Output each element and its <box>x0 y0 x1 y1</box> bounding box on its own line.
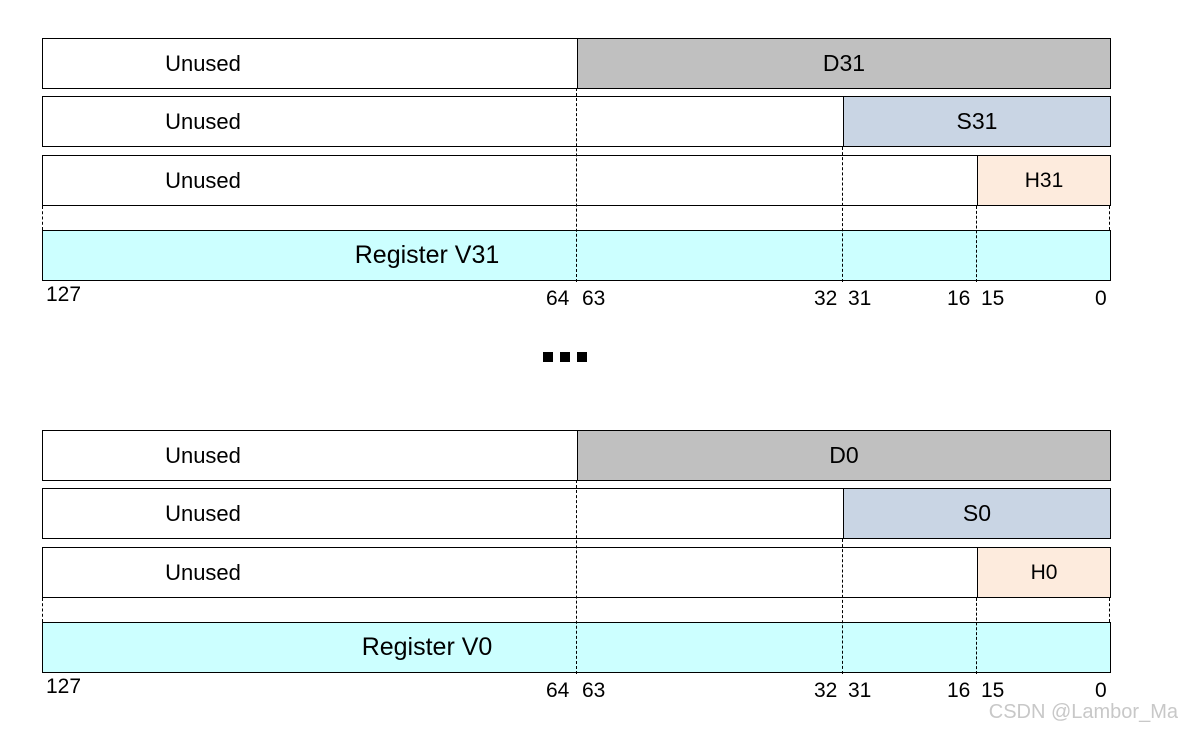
h-register-label: H0 <box>1030 560 1058 584</box>
watermark: CSDN @Lambor_Ma <box>988 701 1178 723</box>
d-register-segment: D0 <box>577 431 1110 480</box>
left-edge-tick <box>42 598 43 622</box>
bit-label-15: 15 <box>981 287 1005 310</box>
unused-label: Unused <box>165 167 241 193</box>
unused-label: Unused <box>165 442 241 468</box>
bit-label-63: 63 <box>582 287 606 310</box>
ellipsis-indicator <box>543 352 587 362</box>
d-register-segment: D31 <box>577 39 1110 88</box>
register-group-v31: Unused D31 Unused S31 Unused H31 Registe… <box>0 0 1184 309</box>
ellipsis-dot <box>560 352 570 362</box>
bit-label-16: 16 <box>947 679 971 702</box>
right-edge-tick <box>1109 598 1110 622</box>
bit-label-0: 0 <box>1095 679 1107 702</box>
unused-label: Unused <box>165 500 241 526</box>
s-register-segment: S31 <box>843 97 1110 146</box>
bit-32-boundary <box>842 539 843 674</box>
unused-label: Unused <box>165 108 241 134</box>
h-register-segment: H31 <box>977 156 1110 205</box>
d-register-row: Unused D0 <box>42 430 1111 481</box>
v-register-label: Register V0 <box>361 633 493 661</box>
bit-label-0: 0 <box>1095 287 1107 310</box>
bit-64-boundary <box>576 480 577 674</box>
h-register-label: H31 <box>1024 168 1064 192</box>
bit-label-32: 32 <box>814 287 838 310</box>
bit-16-boundary <box>976 598 977 674</box>
ellipsis-dot <box>577 352 587 362</box>
s-register-row: Unused S0 <box>42 488 1111 539</box>
register-group-v0: Unused D0 Unused S0 Unused H0 Register V… <box>0 392 1184 701</box>
bit-16-boundary <box>976 206 977 282</box>
h-register-segment: H0 <box>977 548 1110 597</box>
bit-label-127: 127 <box>46 675 82 698</box>
bit-32-boundary <box>842 147 843 282</box>
unused-label: Unused <box>165 559 241 585</box>
left-edge-tick <box>42 206 43 230</box>
s-register-label: S31 <box>956 108 998 134</box>
bit-label-32: 32 <box>814 679 838 702</box>
d-register-label: D31 <box>822 50 866 76</box>
ellipsis-dot <box>543 352 553 362</box>
bit-label-15: 15 <box>981 679 1005 702</box>
bit-label-127: 127 <box>46 283 82 306</box>
bit-label-31: 31 <box>848 679 872 702</box>
right-edge-tick <box>1109 206 1110 230</box>
unused-label: Unused <box>165 50 241 76</box>
bit-label-16: 16 <box>947 287 971 310</box>
s-register-segment: S0 <box>843 489 1110 538</box>
bit-label-64: 64 <box>546 679 570 702</box>
d-register-row: Unused D31 <box>42 38 1111 89</box>
s-register-label: S0 <box>962 500 992 526</box>
bit-label-31: 31 <box>848 287 872 310</box>
d-register-label: D0 <box>829 442 859 468</box>
v-register-label: Register V31 <box>354 241 500 269</box>
bit-label-63: 63 <box>582 679 606 702</box>
bit-label-64: 64 <box>546 287 570 310</box>
bit-64-boundary <box>576 88 577 282</box>
